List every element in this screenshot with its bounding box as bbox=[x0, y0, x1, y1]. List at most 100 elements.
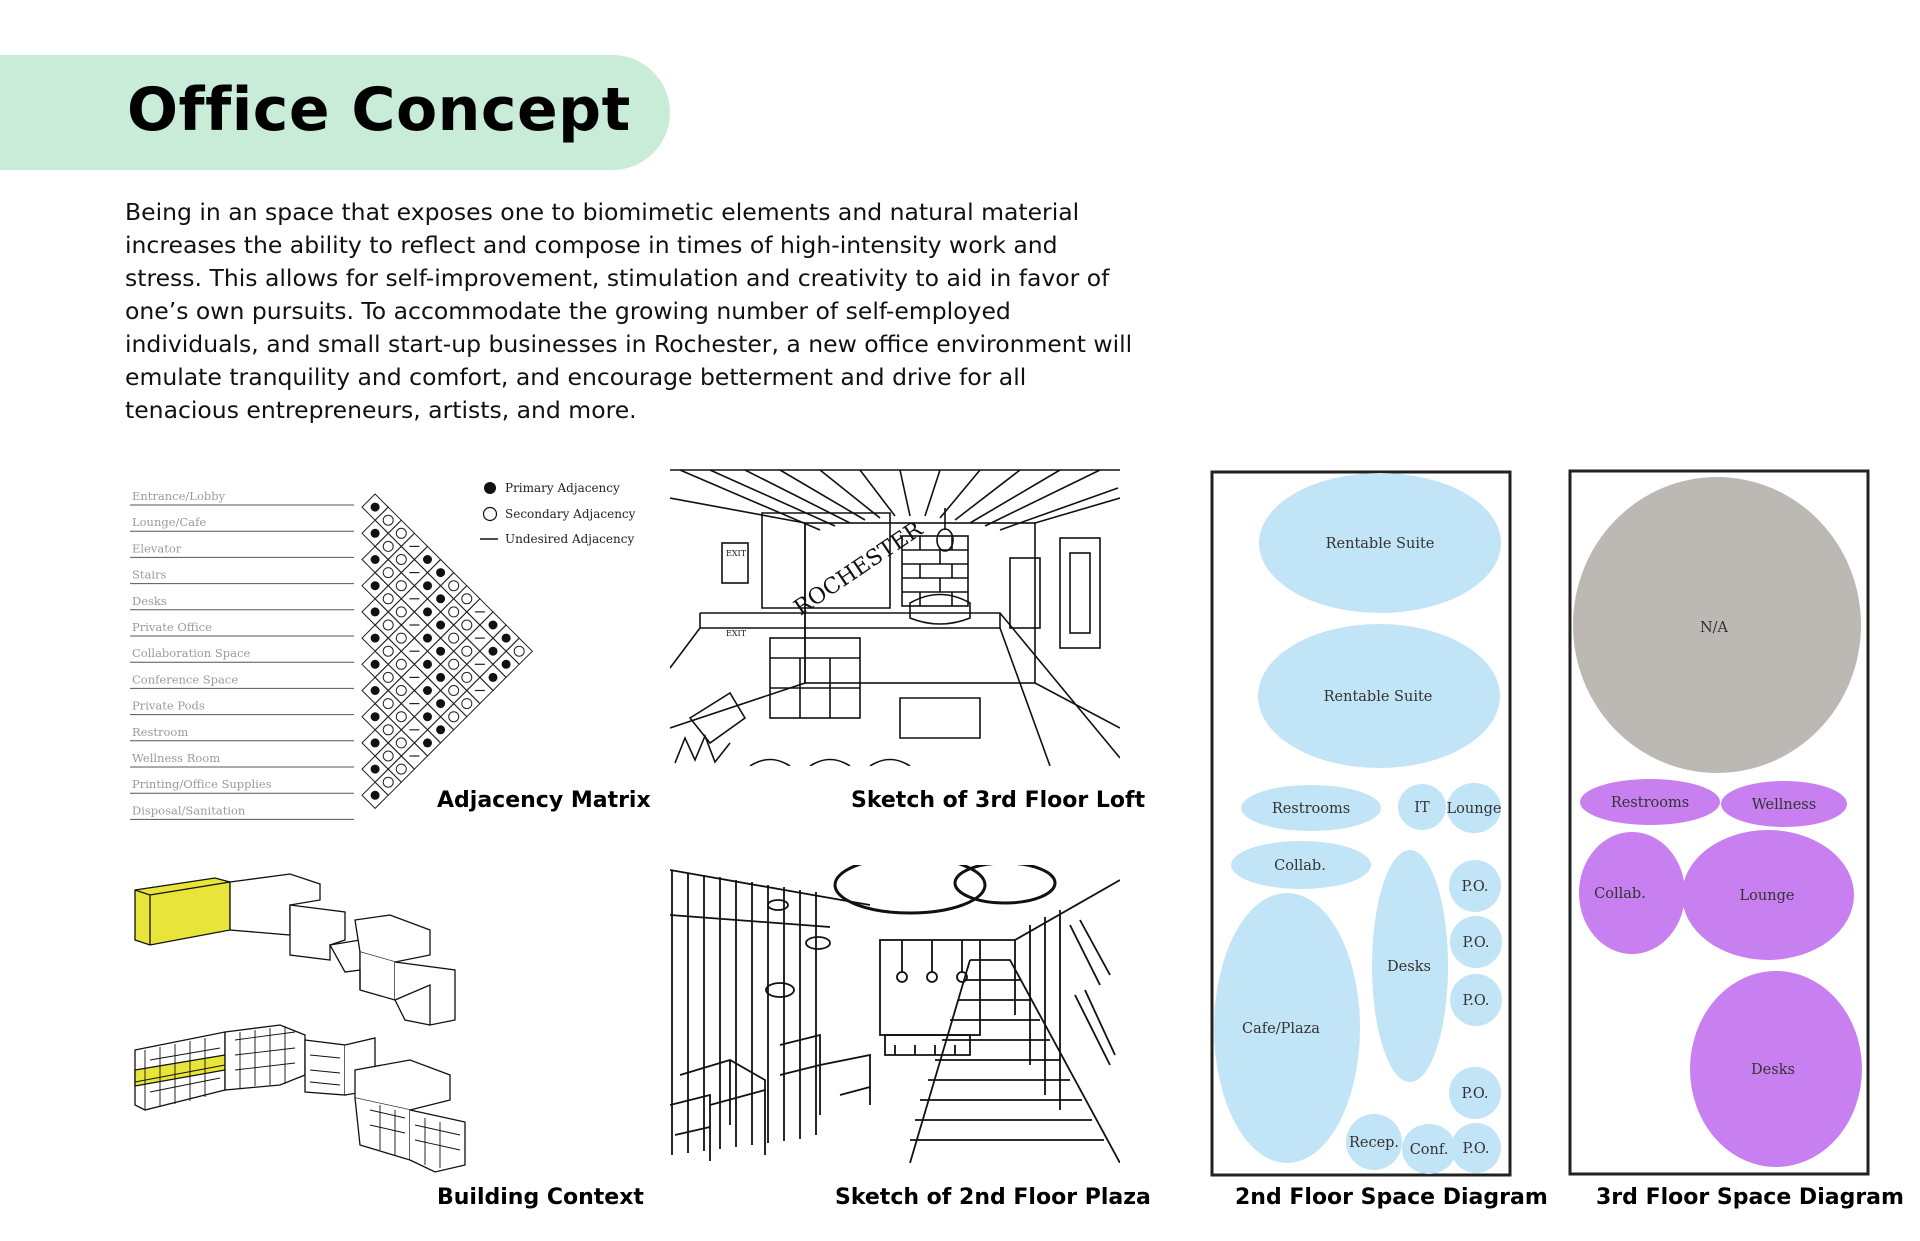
matrix-secondary-mark bbox=[395, 685, 407, 696]
matrix-secondary-mark bbox=[461, 619, 473, 631]
zone-collab bbox=[1579, 832, 1685, 954]
exit-sign-text-2: EXIT bbox=[726, 629, 747, 638]
matrix-secondary-mark bbox=[448, 711, 460, 723]
matrix-grid bbox=[361, 493, 534, 810]
label-recep: Recep. bbox=[1349, 1135, 1399, 1151]
legend-primary-label: Primary Adjacency bbox=[505, 481, 620, 495]
zone-desks bbox=[1690, 971, 1862, 1167]
floor2-zones bbox=[1214, 473, 1502, 1174]
matrix-primary-mark bbox=[370, 686, 380, 695]
matrix-primary-mark bbox=[423, 738, 432, 748]
matrix-primary-mark bbox=[488, 646, 498, 656]
matrix-secondary-mark bbox=[395, 606, 407, 618]
label-po-2: P.O. bbox=[1462, 935, 1489, 951]
label-po-1: P.O. bbox=[1461, 879, 1488, 895]
matrix-secondary-mark bbox=[395, 527, 407, 539]
zone-cafe-plaza bbox=[1214, 893, 1360, 1163]
label-po-3: P.O. bbox=[1462, 993, 1489, 1009]
plaza-sketch bbox=[670, 865, 1120, 1163]
matrix-primary-mark bbox=[436, 568, 446, 578]
matrix-secondary-mark bbox=[382, 698, 394, 710]
floor3-space-diagram: N/A Restrooms Wellness Collab. Lounge De… bbox=[1568, 469, 1870, 1176]
zone-rentable-suite-2 bbox=[1258, 624, 1500, 768]
label-it: IT bbox=[1414, 800, 1430, 816]
matrix-primary-mark bbox=[436, 725, 446, 735]
matrix-primary-mark bbox=[436, 646, 446, 656]
caption-building-context: Building Context bbox=[437, 1185, 644, 1210]
zone-restrooms bbox=[1241, 785, 1381, 831]
matrix-secondary-mark bbox=[395, 632, 407, 644]
matrix-primary-mark bbox=[423, 712, 432, 722]
matrix-primary-mark bbox=[488, 672, 498, 682]
legend-secondary-dot bbox=[482, 506, 498, 522]
matrix-secondary-mark bbox=[461, 671, 473, 683]
adjacency-matrix-figure: Entrance/LobbyLounge/CafeElevatorStairsD… bbox=[130, 481, 636, 820]
matrix-secondary-mark bbox=[448, 685, 460, 696]
label-po-5: P.O. bbox=[1462, 1141, 1489, 1157]
matrix-primary-mark bbox=[423, 555, 432, 564]
matrix-primary-mark bbox=[370, 555, 380, 564]
legend-undesired-label: Undesired Adjacency bbox=[505, 532, 634, 546]
matrix-secondary-mark bbox=[382, 671, 394, 683]
matrix-secondary-mark bbox=[382, 750, 394, 762]
matrix-primary-mark bbox=[370, 659, 380, 669]
matrix-primary-mark bbox=[423, 581, 432, 591]
zone-lounge bbox=[1447, 783, 1501, 833]
matrix-primary-mark bbox=[436, 699, 446, 709]
matrix-secondary-mark bbox=[382, 776, 394, 788]
matrix-room-label: Private Pods bbox=[132, 699, 205, 713]
matrix-room-label: Wellness Room bbox=[132, 751, 220, 765]
matrix-secondary-mark bbox=[448, 658, 460, 670]
matrix-secondary-mark bbox=[395, 580, 407, 592]
matrix-primary-mark bbox=[501, 633, 511, 643]
matrix-cell bbox=[361, 781, 389, 810]
matrix-primary-mark bbox=[370, 528, 380, 538]
zone-restrooms bbox=[1580, 779, 1720, 825]
label-conf: Conf. bbox=[1410, 1142, 1449, 1158]
zone-it bbox=[1398, 784, 1446, 830]
matrix-secondary-mark bbox=[382, 567, 394, 579]
matrix-secondary-mark bbox=[461, 593, 473, 605]
matrix-secondary-mark bbox=[461, 698, 473, 710]
floor2-space-diagram: Rentable Suite Rentable Suite Restrooms … bbox=[1210, 470, 1512, 1177]
label-desks: Desks bbox=[1751, 1062, 1795, 1078]
page-title: Office Concept bbox=[127, 75, 631, 145]
matrix-secondary-mark bbox=[395, 658, 407, 670]
caption-adjacency-matrix: Adjacency Matrix bbox=[437, 788, 651, 813]
label-restrooms: Restrooms bbox=[1611, 795, 1689, 811]
label-lounge: Lounge bbox=[1447, 801, 1502, 817]
matrix-room-label: Private Office bbox=[132, 620, 212, 634]
zone-po-2 bbox=[1450, 916, 1502, 968]
matrix-primary-mark bbox=[488, 620, 498, 630]
label-lounge: Lounge bbox=[1740, 888, 1795, 904]
zone-po-5 bbox=[1451, 1123, 1501, 1173]
zone-na bbox=[1573, 477, 1861, 773]
loft-sketch: ROCHESTER EXIT EXIT bbox=[670, 469, 1120, 766]
matrix-secondary-mark bbox=[395, 554, 407, 565]
matrix-primary-mark bbox=[370, 712, 380, 722]
matrix-primary-mark bbox=[370, 502, 380, 512]
label-desks: Desks bbox=[1387, 959, 1431, 975]
caption-floor2-diagram: 2nd Floor Space Diagram bbox=[1235, 1185, 1548, 1210]
matrix-secondary-mark bbox=[382, 514, 394, 526]
description-paragraph: Being in an space that exposes one to bi… bbox=[125, 198, 1133, 424]
matrix-primary-mark bbox=[370, 607, 380, 617]
legend-secondary-label: Secondary Adjacency bbox=[505, 507, 636, 521]
matrix-primary-mark bbox=[423, 633, 432, 643]
matrix-room-label: Printing/Office Supplies bbox=[132, 777, 272, 791]
label-rentable-suite-1: Rentable Suite bbox=[1326, 536, 1435, 552]
floor3-zones bbox=[1573, 477, 1862, 1167]
matrix-primary-mark bbox=[370, 790, 380, 800]
zone-po-4 bbox=[1449, 1067, 1501, 1119]
matrix-secondary-mark bbox=[382, 593, 394, 605]
matrix-primary-mark bbox=[423, 659, 432, 669]
matrix-secondary-mark bbox=[448, 580, 460, 592]
matrix-primary-mark bbox=[370, 764, 380, 774]
label-na: N/A bbox=[1700, 620, 1729, 636]
zone-lounge bbox=[1682, 830, 1854, 960]
caption-plaza-sketch: Sketch of 2nd Floor Plaza bbox=[835, 1185, 1151, 1210]
zone-recep bbox=[1346, 1114, 1402, 1170]
zone-collab bbox=[1231, 841, 1371, 889]
label-wellness: Wellness bbox=[1752, 797, 1816, 813]
matrix-primary-mark bbox=[436, 594, 446, 604]
